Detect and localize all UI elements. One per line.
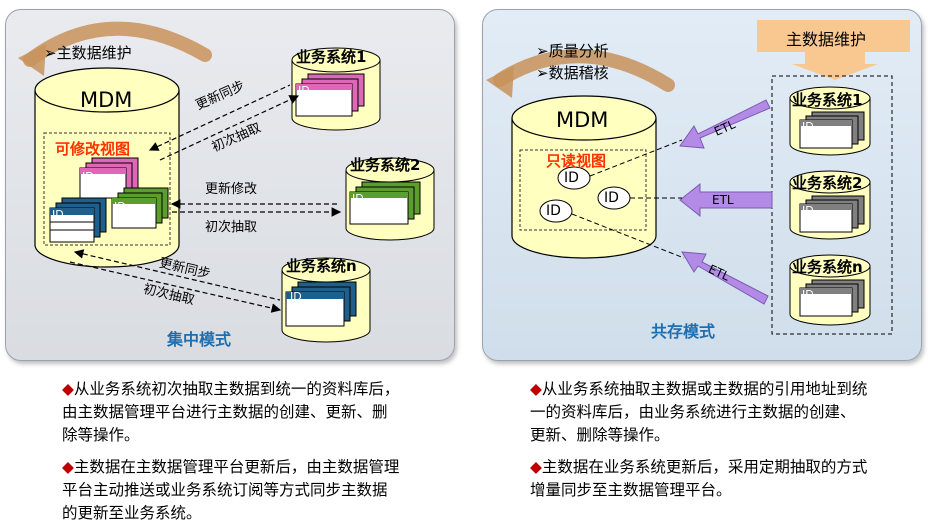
left-id-green: ID <box>114 200 126 213</box>
right-view-label: 只读视图 <box>546 152 607 170</box>
table-stack-pink <box>79 157 139 199</box>
readonly-view-box <box>519 149 647 231</box>
right-description-2: ◆主数据在业务系统更新后，采用定期抽取的方式增量同步至主数据管理平台。 <box>530 456 870 502</box>
left-desc-2-text: 主数据在主数据管理平台更新后，由主数据管理平台主动推送或业务系统订阅等方式同步主… <box>62 458 400 522</box>
right-system-cylinder-2 <box>789 170 871 240</box>
quality-curve-arrow <box>493 49 675 92</box>
maintain-curve-arrowhead <box>18 44 46 76</box>
right-desc-2-text: 主数据在业务系统更新后，采用定期抽取的方式增量同步至主数据管理平台。 <box>530 458 868 499</box>
system-cylinder-2 <box>345 157 435 241</box>
right-system-n-label: 业务系统n <box>792 258 863 276</box>
sys2-id: ID <box>352 192 364 205</box>
right-mdm-label: MDM <box>556 108 609 132</box>
left-mode-label: 集中模式 <box>167 330 232 349</box>
right-description-1: ◆从业务系统抽取主数据或主数据的引用地址到统一的资料库后，由业务系统进行主数据的… <box>530 378 870 447</box>
right-system-cylinder-1 <box>789 86 871 156</box>
left-maintain-label: ➢主数据维护 <box>44 44 132 62</box>
left-system-1-label: 业务系统1 <box>296 48 367 66</box>
right-audit-label: ➢数据稽核 <box>536 64 609 82</box>
right-system-1-label: 业务系统1 <box>792 91 863 109</box>
right-sys1-id: ID <box>802 120 814 133</box>
right-mode-label: 共存模式 <box>651 322 716 341</box>
system-cylinder-n <box>281 257 371 343</box>
bullet-icon: ◆ <box>62 458 74 476</box>
left-id-pink: ID <box>82 170 94 183</box>
etl-arrow-middle <box>679 182 773 218</box>
left-mdm-label: MDM <box>80 88 133 112</box>
right-maintain-label: 主数据维护 <box>786 30 867 49</box>
left-description-2: ◆主数据在主数据管理平台更新后，由主数据管理平台主动推送或业务系统订阅等方式同步… <box>62 456 402 525</box>
sys1-id: ID <box>298 84 310 97</box>
bullet-icon: ◆ <box>530 380 542 398</box>
right-id-1: ID <box>564 170 579 186</box>
bullet-icon: ◆ <box>62 380 74 398</box>
right-sysn-id: ID <box>802 288 814 301</box>
left-arrow-mid-extract: 初次抽取 <box>205 220 258 235</box>
system-cylinder-1 <box>291 47 381 131</box>
etl-label-middle: ETL <box>712 193 734 207</box>
mdm-cylinder-right <box>511 95 657 259</box>
etl-arrow-top <box>679 99 771 149</box>
quality-curve-arrowhead <box>486 66 514 98</box>
right-system-2-label: 业务系统2 <box>792 174 863 192</box>
maintain-box-arrow <box>757 20 910 80</box>
left-desc-1-text: 从业务系统初次抽取主数据到统一的资料库后，由主数据管理平台进行主数据的创建、更新… <box>62 380 400 444</box>
reference-lines <box>571 139 685 259</box>
right-sys2-id: ID <box>802 204 814 217</box>
left-system-2-label: 业务系统2 <box>350 156 421 174</box>
left-view-label: 可修改视图 <box>55 140 131 158</box>
table-stack-green <box>111 187 169 229</box>
left-system-n-label: 业务系统n <box>286 257 357 275</box>
bullet-icon: ◆ <box>530 458 542 476</box>
sysn-id: ID <box>290 290 302 303</box>
etl-arrow-bottom <box>681 251 769 305</box>
right-quality-label: ➢质量分析 <box>536 42 609 60</box>
id-ellipses <box>539 166 631 223</box>
editable-view-box <box>43 132 171 246</box>
maintain-curve-arrow <box>23 21 212 67</box>
right-system-cylinder-n <box>789 254 871 326</box>
table-stack-blue <box>49 197 107 243</box>
right-desc-1-text: 从业务系统抽取主数据或主数据的引用地址到统一的资料库后，由业务系统进行主数据的创… <box>530 380 868 444</box>
left-id-blue: ID <box>52 208 64 221</box>
left-arrow-mid-update: 更新修改 <box>205 182 258 197</box>
right-id-2: ID <box>604 190 619 206</box>
sync-arrows-left <box>69 84 342 313</box>
right-id-3: ID <box>546 203 561 219</box>
left-description-1: ◆从业务系统初次抽取主数据到统一的资料库后，由主数据管理平台进行主数据的创建、更… <box>62 378 402 447</box>
